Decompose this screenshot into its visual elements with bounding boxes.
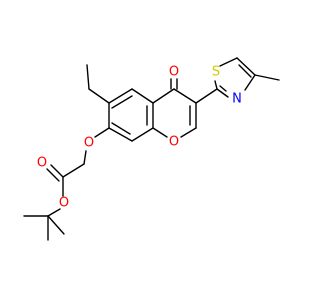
- atom-o-ether: O: [84, 136, 94, 151]
- bond-benz-1: [108, 88, 133, 104]
- bond-benz-2: [131, 88, 154, 104]
- bond-benz-5: [108, 127, 133, 142]
- bond-thiazole-link: [195, 88, 218, 104]
- bond-pyr-1: [152, 88, 175, 104]
- atom-s-thiazole: S: [212, 65, 220, 80]
- bond-pyr-5: [152, 127, 168, 138]
- bond-thz-1: [214, 80, 218, 90]
- atom-o-carbonyl: O: [37, 156, 47, 171]
- bond-benz-1b: [111, 95, 133, 109]
- atom-o-ester: O: [59, 196, 69, 211]
- atom-labels: O S N O O O O: [37, 65, 242, 211]
- bond-ethyl-ch2: [88, 88, 110, 104]
- bond-thz-3b: [238, 64, 252, 78]
- bond-ether-ring: [94, 127, 110, 138]
- bond-thz-2: [219, 57, 238, 67]
- bond-ester-tbu: [47, 208, 61, 217]
- bond-benz-4: [131, 127, 154, 142]
- bond-pyr-2: [173, 88, 197, 104]
- bond-thz-4: [244, 74, 256, 91]
- bond-carbonyl-1: [50, 164, 64, 178]
- bonds: [23, 57, 280, 241]
- bond-thz-methyl: [254, 74, 280, 81]
- bond-carbonyl-2: [46, 168, 60, 182]
- bond-thz-5: [216, 88, 229, 98]
- bond-ethyl-ch3: [86, 64, 90, 90]
- atom-n-thiazole: N: [232, 92, 242, 107]
- bond-ch2-carbonyl: [62, 163, 85, 178]
- bond-thz-5b: [219, 85, 227, 92]
- bond-tbu-3: [47, 215, 65, 235]
- bond-ether-ch2: [83, 150, 87, 165]
- atom-o-ketone: O: [169, 65, 179, 80]
- bond-thz-3: [236, 57, 256, 76]
- bond-benz-5b: [111, 122, 131, 135]
- bond-pyr-4: [180, 127, 197, 138]
- atom-o-ring: O: [169, 135, 179, 150]
- molecule-structure: O S N O O O O: [23, 57, 280, 241]
- molecule-canvas: O S N O O O O: [23, 57, 280, 241]
